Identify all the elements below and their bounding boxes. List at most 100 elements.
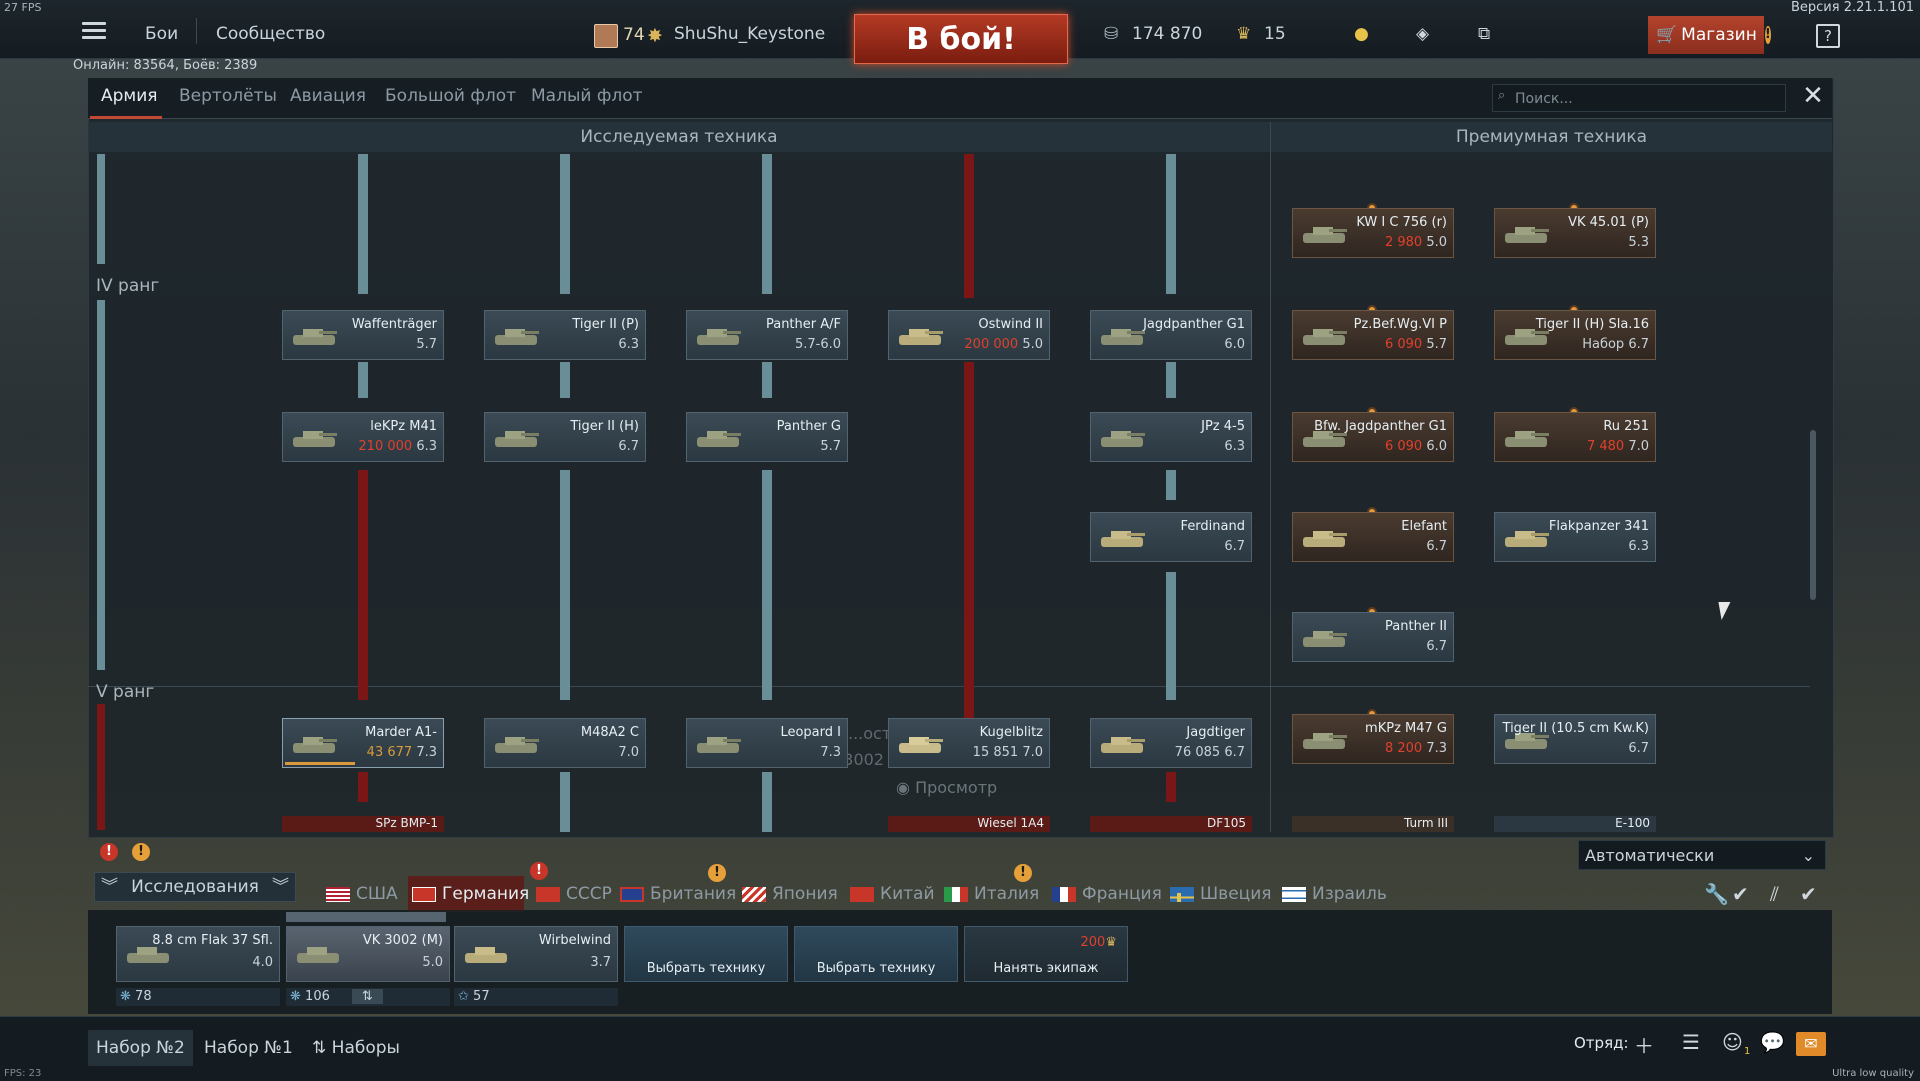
tree-line [358, 154, 368, 294]
japan-flag-icon [742, 886, 766, 902]
vehicle-card-partial[interactable]: Wiesel 1A4 [888, 816, 1050, 832]
mail-icon[interactable]: ✉ [1796, 1032, 1826, 1056]
nation-britain[interactable]: Британия [620, 884, 736, 904]
vehicle-card-tiger-ii-h[interactable]: Tiger II (H) 6.7 [484, 412, 646, 462]
vehicle-card-lekpz-m41[interactable]: leKPz M41 210 000 6.3 [282, 412, 444, 462]
nation-france[interactable]: Франция [1052, 884, 1162, 904]
swap-icon[interactable]: ⇅ [351, 989, 383, 1004]
nation-germany[interactable]: Германия [412, 884, 529, 904]
vehicle-card-partial[interactable]: DF105 [1090, 816, 1252, 832]
shop-button[interactable]: 🛒 Магазин ! [1648, 16, 1771, 54]
research-toggle-button[interactable]: ︾Исследования︾ [94, 872, 296, 902]
diamond-icon[interactable]: ◈ [1416, 24, 1430, 44]
preset-2-button[interactable]: Набор №2 [88, 1030, 193, 1066]
premium-card-bfw-jagdpanther-g1[interactable]: Bfw. Jagdpanther G1 6 090 6.0 [1292, 412, 1454, 462]
lightbulb-icon[interactable]: ● [1354, 24, 1369, 44]
silver-balance[interactable]: 174 870 [1132, 24, 1203, 44]
tree-line [1166, 572, 1176, 700]
to-battle-button[interactable]: В бой! [854, 14, 1068, 64]
coupon-icon[interactable]: ⧉ [1478, 24, 1491, 44]
scrollbar[interactable] [1810, 430, 1816, 600]
nav-separator [196, 18, 197, 44]
chat-icon[interactable]: 💬 [1760, 1030, 1785, 1054]
plus-icon[interactable]: ＋ [1634, 1034, 1654, 1058]
vehicle-card-jagdpanther-g1[interactable]: Jagdpanther G1 6.0 [1090, 310, 1252, 360]
nation-israel[interactable]: Израиль [1282, 884, 1387, 904]
tab-army[interactable]: Армия [101, 86, 158, 106]
vehicle-card-leopard-i[interactable]: Leopard I 7.3 [686, 718, 848, 768]
checkmark-icon[interactable]: ✔ [1800, 882, 1817, 906]
tab-aviation[interactable]: Авиация [290, 86, 366, 106]
nav-community[interactable]: Сообщество [216, 24, 326, 44]
vehicle-card-tiger-ii-p[interactable]: Tiger II (P) 6.3 [484, 310, 646, 360]
vehicle-card-jagdtiger[interactable]: Jagdtiger 76 085 6.7 [1090, 718, 1252, 768]
search-input[interactable]: Поиск... [1492, 84, 1786, 112]
tree-line [1166, 362, 1176, 398]
gold-balance[interactable]: 15 [1264, 24, 1286, 44]
china-flag-icon [850, 886, 874, 902]
vehicle-card-waffentrager[interactable]: Waffenträger 5.7 [282, 310, 444, 360]
vehicle-card-ostwind-ii[interactable]: Ostwind II 200 000 5.0 [888, 310, 1050, 360]
squad-label: Отряд: [1574, 1034, 1629, 1052]
tank-icon [693, 321, 743, 349]
list-icon[interactable]: ☰ [1682, 1030, 1700, 1054]
vehicle-card-jpz-4-5[interactable]: JPz 4-5 6.3 [1090, 412, 1252, 462]
contacts-icon[interactable]: ☺ [1722, 1030, 1743, 1054]
premium-card-mkpz-m47-g[interactable]: mKPz M47 G 8 200 7.3 [1292, 714, 1454, 764]
repair-all-icon[interactable]: ⫽ [1770, 882, 1779, 906]
tank-icon [461, 939, 511, 971]
vehicle-card-m48a2-c[interactable]: M48A2 C 7.0 [484, 718, 646, 768]
nav-battles[interactable]: Бои [145, 24, 179, 44]
vehicle-card-marder-a1[interactable]: Marder A1- 43 677 7.3 [282, 718, 444, 768]
crew-slot-wirbelwind[interactable]: Wirbelwind 3.7 [454, 926, 618, 982]
hire-crew-button[interactable]: 200♛ Нанять экипаж [964, 926, 1128, 982]
checkmark-icon[interactable]: ✔ [1732, 882, 1749, 906]
nation-usa[interactable]: США [326, 884, 398, 904]
nation-italy[interactable]: Италия [944, 884, 1039, 904]
nation-ussr[interactable]: СССР [536, 884, 612, 904]
rank-v-label: V ранг [96, 682, 155, 702]
wrench-icon[interactable]: 🔧 [1704, 882, 1729, 906]
avatar[interactable] [594, 24, 618, 48]
premium-card-vk-4501-p[interactable]: VK 45.01 (P) 5.3 [1494, 208, 1656, 258]
help-icon[interactable]: ? [1816, 24, 1840, 48]
player-name[interactable]: ShuShu_Keystone [674, 24, 826, 44]
premium-card-tiger-ii-h-sla16[interactable]: Tiger II (H) Sla.16 Набор 6.7 [1494, 310, 1656, 360]
premium-card-partial[interactable]: E-100 [1494, 816, 1656, 832]
choose-vehicle-button[interactable]: Выбрать технику [624, 926, 788, 982]
tree-line [560, 470, 570, 700]
premium-card-panther-ii[interactable]: Panther II 6.7 [1292, 612, 1454, 662]
premium-card-pzbefwg-vi-p[interactable]: Pz.Bef.Wg.VI P 6 090 5.7 [1292, 310, 1454, 360]
auto-select-dropdown[interactable]: Автоматически⌄ [1578, 840, 1826, 870]
gold-eagle-icon: ♛ [1236, 24, 1252, 44]
premium-card-ru-251[interactable]: Ru 251 7 480 7.0 [1494, 412, 1656, 462]
vehicle-card-kugelblitz[interactable]: Kugelblitz 15 851 7.0 [888, 718, 1050, 768]
premium-card-tiger-ii-105[interactable]: Tiger II (10.5 cm Kw.K) 6.7 [1494, 714, 1656, 764]
nation-japan[interactable]: Япония [742, 884, 838, 904]
premium-card-flakpanzer-341[interactable]: Flakpanzer 341 6.3 [1494, 512, 1656, 562]
nation-sweden[interactable]: Швеция [1170, 884, 1272, 904]
crew-slot-flak37[interactable]: 8.8 cm Flak 37 Sfl. 4.0 [116, 926, 280, 982]
premium-card-kw-i-c-756[interactable]: KW I C 756 (r) 2 980 5.0 [1292, 208, 1454, 258]
nation-china[interactable]: Китай [850, 884, 935, 904]
vehicle-card-panther-af[interactable]: Panther A/F 5.7-6.0 [686, 310, 848, 360]
presets-button[interactable]: ⇅ Наборы [312, 1038, 400, 1058]
preview-link[interactable]: ◉ Просмотр [896, 778, 998, 797]
premium-card-partial[interactable]: Turm III [1292, 816, 1454, 832]
tree-line [762, 154, 772, 294]
vehicle-card-panther-g[interactable]: Panther G 5.7 [686, 412, 848, 462]
vehicle-card-ferdinand[interactable]: Ferdinand 6.7 [1090, 512, 1252, 562]
close-icon[interactable]: ✕ [1802, 81, 1824, 111]
tab-bluewater-fleet[interactable]: Большой флот [385, 86, 517, 106]
vehicle-card-partial[interactable]: SPz BMP-1 [282, 816, 444, 832]
choose-vehicle-button[interactable]: Выбрать технику [794, 926, 958, 982]
tab-coastal-fleet[interactable]: Малый флот [531, 86, 643, 106]
tab-helicopters[interactable]: Вертолёты [179, 86, 277, 106]
warning-alert-icon[interactable]: ! [132, 843, 150, 861]
hamburger-menu-icon[interactable] [82, 22, 106, 40]
premium-card-elefant[interactable]: Elefant 6.7 [1292, 512, 1454, 562]
warning-alert-icon[interactable]: ! [100, 843, 118, 861]
tank-icon [1097, 729, 1147, 757]
crew-slot-vk3002m[interactable]: VK 3002 (M) 5.0 [286, 926, 450, 982]
preset-1-button[interactable]: Набор №1 [204, 1038, 293, 1058]
